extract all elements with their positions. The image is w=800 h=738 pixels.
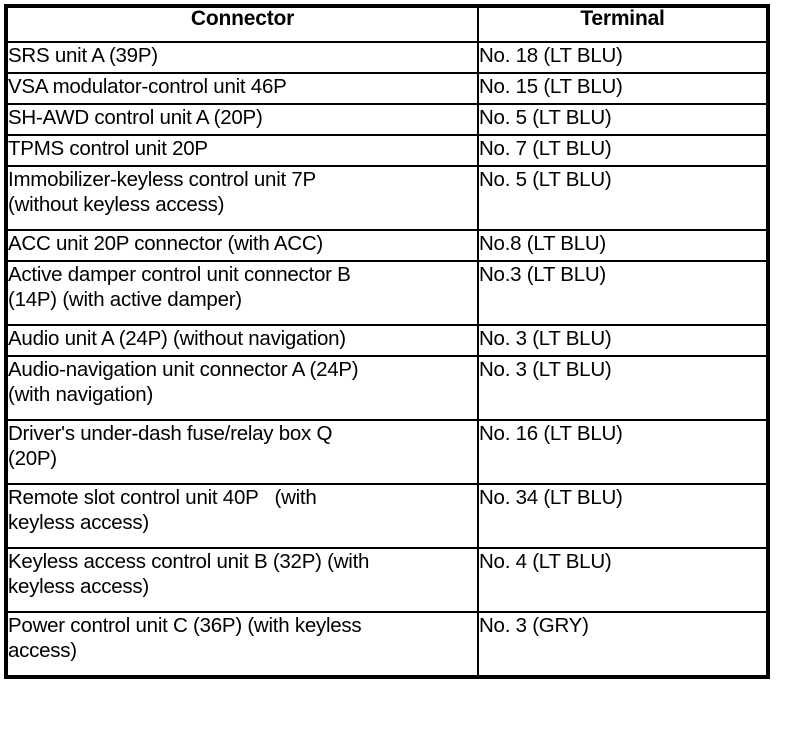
column-header-terminal: Terminal — [477, 5, 769, 43]
table-header-row: Connector Terminal — [5, 5, 769, 43]
table-body: SRS unit A (39P)No. 18 (LT BLU)VSA modul… — [5, 41, 769, 678]
terminal-cell: No. 4 (LT BLU) — [477, 547, 769, 613]
terminal-cell: No. 7 (LT BLU) — [477, 134, 769, 167]
connector-cell: VSA modulator-control unit 46P — [5, 72, 479, 105]
connector-terminal-table: Connector Terminal SRS unit A (39P)No. 1… — [4, 4, 770, 679]
terminal-cell: No. 15 (LT BLU) — [477, 72, 769, 105]
table-row: Keyless access control unit B (32P) (wit… — [5, 547, 769, 613]
table-row: Remote slot control unit 40P (with keyle… — [5, 483, 769, 549]
table-row: Audio-navigation unit connector A (24P) … — [5, 355, 769, 421]
terminal-cell: No. 3 (GRY) — [477, 611, 769, 678]
connector-cell: Immobilizer-keyless control unit 7P (wit… — [5, 165, 479, 231]
connector-terminal-table-container: Connector Terminal SRS unit A (39P)No. 1… — [4, 4, 770, 679]
table-row: Driver's under-dash fuse/relay box Q (20… — [5, 419, 769, 485]
table-row: Immobilizer-keyless control unit 7P (wit… — [5, 165, 769, 231]
table-header: Connector Terminal — [5, 5, 769, 43]
connector-cell: Audio unit A (24P) (without navigation) — [5, 324, 479, 357]
terminal-cell: No. 18 (LT BLU) — [477, 41, 769, 74]
connector-cell: TPMS control unit 20P — [5, 134, 479, 167]
connector-cell: SH-AWD control unit A (20P) — [5, 103, 479, 136]
table-row: Power control unit C (36P) (with keyless… — [5, 611, 769, 678]
table-row: Active damper control unit connector B (… — [5, 260, 769, 326]
column-header-connector: Connector — [5, 5, 479, 43]
connector-cell: Remote slot control unit 40P (with keyle… — [5, 483, 479, 549]
connector-cell: Keyless access control unit B (32P) (wit… — [5, 547, 479, 613]
terminal-cell: No.3 (LT BLU) — [477, 260, 769, 326]
connector-cell: SRS unit A (39P) — [5, 41, 479, 74]
table-row: Audio unit A (24P) (without navigation)N… — [5, 324, 769, 357]
table-row: SRS unit A (39P)No. 18 (LT BLU) — [5, 41, 769, 74]
terminal-cell: No. 16 (LT BLU) — [477, 419, 769, 485]
terminal-cell: No. 3 (LT BLU) — [477, 355, 769, 421]
connector-cell: Driver's under-dash fuse/relay box Q (20… — [5, 419, 479, 485]
table-row: ACC unit 20P connector (with ACC)No.8 (L… — [5, 229, 769, 262]
terminal-cell: No. 34 (LT BLU) — [477, 483, 769, 549]
connector-cell: Audio-navigation unit connector A (24P) … — [5, 355, 479, 421]
terminal-cell: No. 5 (LT BLU) — [477, 165, 769, 231]
terminal-cell: No. 3 (LT BLU) — [477, 324, 769, 357]
table-row: SH-AWD control unit A (20P)No. 5 (LT BLU… — [5, 103, 769, 136]
connector-cell: ACC unit 20P connector (with ACC) — [5, 229, 479, 262]
connector-cell: Active damper control unit connector B (… — [5, 260, 479, 326]
terminal-cell: No. 5 (LT BLU) — [477, 103, 769, 136]
terminal-cell: No.8 (LT BLU) — [477, 229, 769, 262]
connector-cell: Power control unit C (36P) (with keyless… — [5, 611, 479, 678]
